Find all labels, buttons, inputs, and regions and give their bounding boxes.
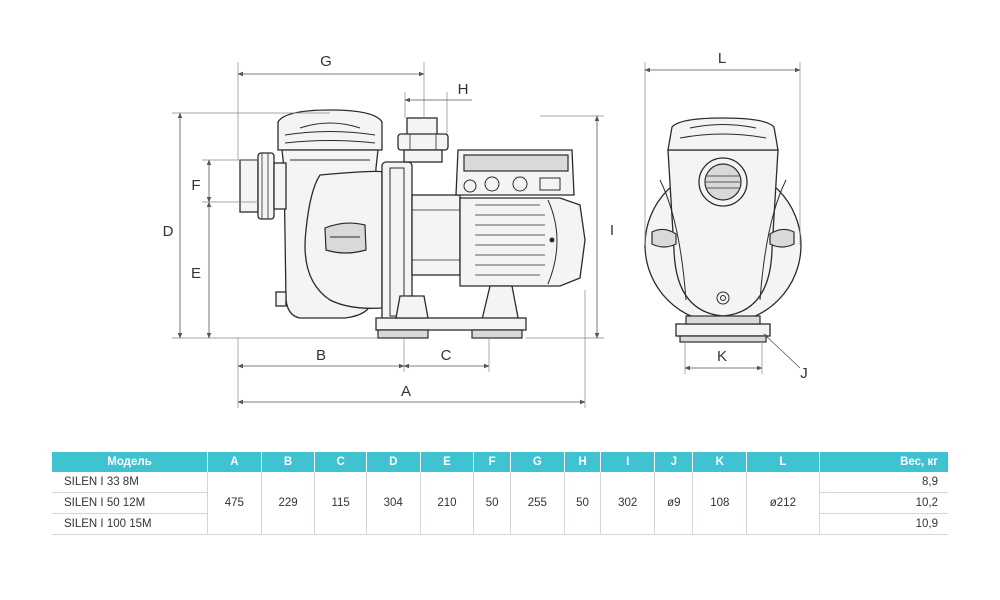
column-header-weight: Вес, кг xyxy=(818,452,948,472)
value-d: 304 xyxy=(365,472,421,535)
value-g: 255 xyxy=(509,472,565,535)
value-c: 115 xyxy=(314,472,367,535)
dimension-label-e: E xyxy=(191,265,201,282)
column-header-g: G xyxy=(509,452,565,472)
dimension-label-g: G xyxy=(320,53,332,70)
pump-side-view xyxy=(239,109,586,339)
column-header-i: I xyxy=(600,452,655,472)
value-l: ø212 xyxy=(746,472,820,535)
table-row: SILEN I 100 15M 10,9 xyxy=(52,513,948,535)
column-header-d: D xyxy=(365,452,421,472)
dimension-label-i: I xyxy=(610,222,614,239)
dimension-label-j: J xyxy=(800,365,808,382)
table-row: SILEN I 33 8M 475 229 115 304 210 50 255… xyxy=(52,472,948,535)
model-name: SILEN I 100 15M xyxy=(52,513,208,535)
value-e: 210 xyxy=(419,472,474,535)
value-k: 108 xyxy=(692,472,747,535)
column-header-l: L xyxy=(746,452,820,472)
value-i: 302 xyxy=(600,472,655,535)
model-name: SILEN I 50 12M xyxy=(52,492,208,514)
pump-dimension-drawing: G H D F E I B C A xyxy=(163,50,808,408)
value-f: 50 xyxy=(473,472,511,535)
dimension-label-d: D xyxy=(163,223,174,240)
column-header-k: K xyxy=(692,452,747,472)
column-header-h: H xyxy=(563,452,601,472)
weight-value: 8,9 xyxy=(818,472,948,493)
dimension-label-f: F xyxy=(191,177,200,194)
table-header-row: Модель A B C D E F G H I J K L Вес, кг xyxy=(52,452,948,472)
value-b: 229 xyxy=(260,472,315,535)
value-j: ø9 xyxy=(654,472,693,535)
weight-value: 10,2 xyxy=(818,492,948,514)
column-header-model: Модель xyxy=(52,452,208,472)
dimension-label-l: L xyxy=(718,50,726,67)
value-h: 50 xyxy=(563,472,601,535)
specification-table: Модель A B C D E F G H I J K L Вес, кг S… xyxy=(52,452,948,535)
dimension-label-k: K xyxy=(717,348,727,365)
dimension-label-b: B xyxy=(316,347,326,364)
side-view-dimensions: G H D F E I B C A xyxy=(163,53,614,408)
front-view-dimensions: L K J xyxy=(644,50,808,382)
dimension-label-h: H xyxy=(458,81,469,98)
pump-front-view xyxy=(644,117,802,343)
dimension-label-c: C xyxy=(441,347,452,364)
column-header-j: J xyxy=(654,452,693,472)
model-name: SILEN I 33 8M xyxy=(52,472,208,493)
column-header-c: C xyxy=(314,452,367,472)
value-a: 475 xyxy=(207,472,262,535)
dimension-label-a: A xyxy=(401,383,411,400)
column-header-a: A xyxy=(207,452,262,472)
weight-value: 10,9 xyxy=(818,513,948,535)
column-header-e: E xyxy=(419,452,474,472)
column-header-f: F xyxy=(473,452,511,472)
table-row: SILEN I 50 12M 10,2 xyxy=(52,492,948,514)
column-header-b: B xyxy=(260,452,315,472)
